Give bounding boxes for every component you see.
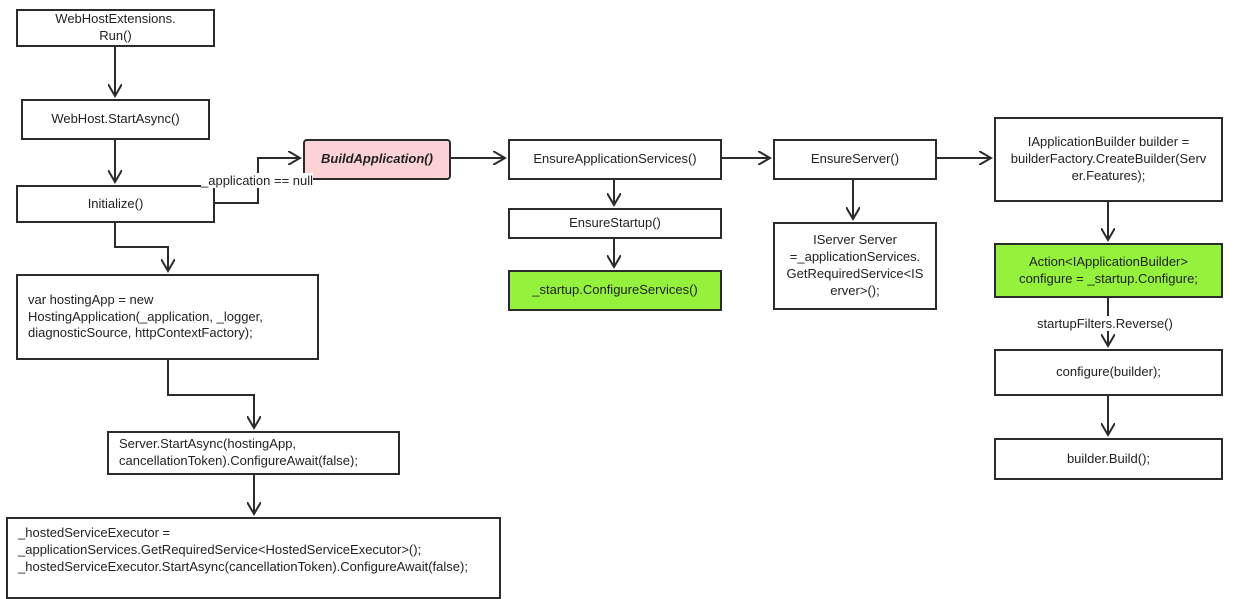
node-initialize: Initialize()	[16, 185, 215, 223]
node-builder-build: builder.Build();	[994, 438, 1223, 480]
node-ensure-application-services: EnsureApplicationServices()	[508, 139, 722, 180]
node-ensure-startup: EnsureStartup()	[508, 208, 722, 239]
arrow-hostingapp-to-serverstart	[167, 359, 254, 428]
node-hosted-service-executor: _hostedServiceExecutor = _applicationSer…	[6, 517, 501, 599]
arrow-initialize-to-hostingapp	[114, 222, 168, 271]
node-ensure-server: EnsureServer()	[773, 139, 937, 180]
node-configure-builder: configure(builder);	[994, 349, 1223, 396]
node-webhostextensions-run: WebHostExtensions. Run()	[16, 9, 215, 47]
node-configure-services: _startup.ConfigureServices()	[508, 270, 722, 311]
node-iserver: IServer Server =_applicationServices. Ge…	[773, 222, 937, 310]
node-builder-create: IApplicationBuilder builder = builderFac…	[994, 117, 1223, 202]
node-server-startasync: Server.StartAsync(hostingApp, cancellati…	[107, 431, 400, 475]
label-startup-filters-reverse: startupFilters.Reverse()	[1037, 316, 1173, 331]
node-action-configure: Action<IApplicationBuilder> configure = …	[994, 243, 1223, 298]
label-application-null: _application == null	[201, 173, 314, 188]
node-hosting-application: var hostingApp = new HostingApplication(…	[16, 274, 319, 360]
node-build-application: BuildApplication()	[303, 139, 451, 180]
node-webhost-startasync: WebHost.StartAsync()	[21, 99, 210, 140]
